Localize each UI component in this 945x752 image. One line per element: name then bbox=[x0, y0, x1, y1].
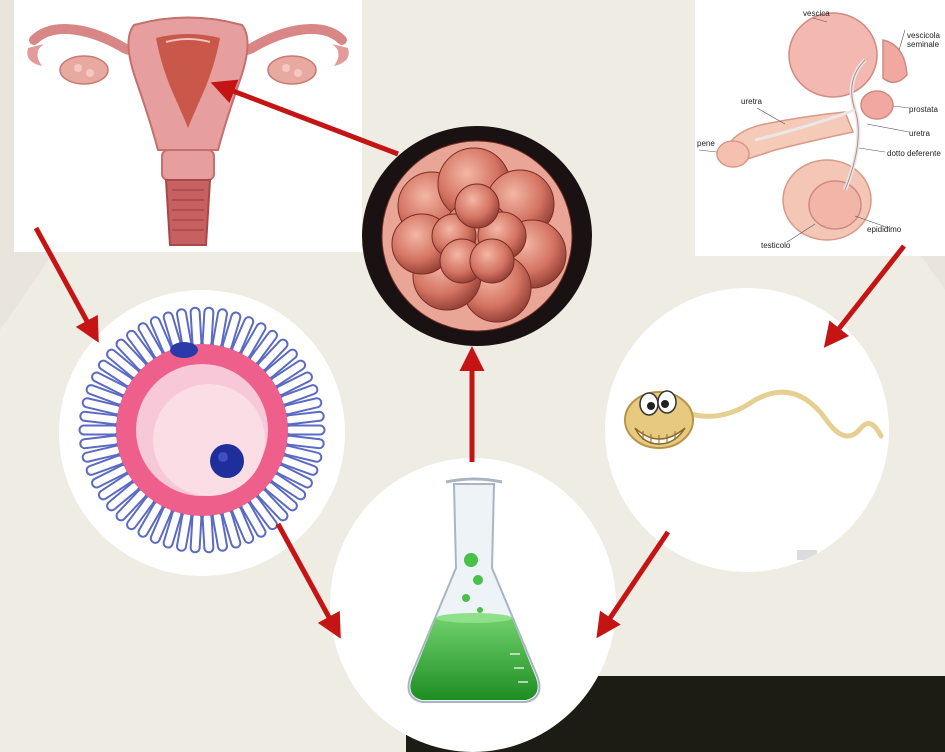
arrow-egg-to-flask bbox=[278, 524, 336, 630]
arrow-uterus-to-egg bbox=[36, 228, 94, 334]
arrow-sperm-to-flask bbox=[602, 532, 668, 630]
arrow-male-to-sperm bbox=[830, 246, 904, 340]
arrow-embryo-to-uterus bbox=[220, 86, 398, 154]
